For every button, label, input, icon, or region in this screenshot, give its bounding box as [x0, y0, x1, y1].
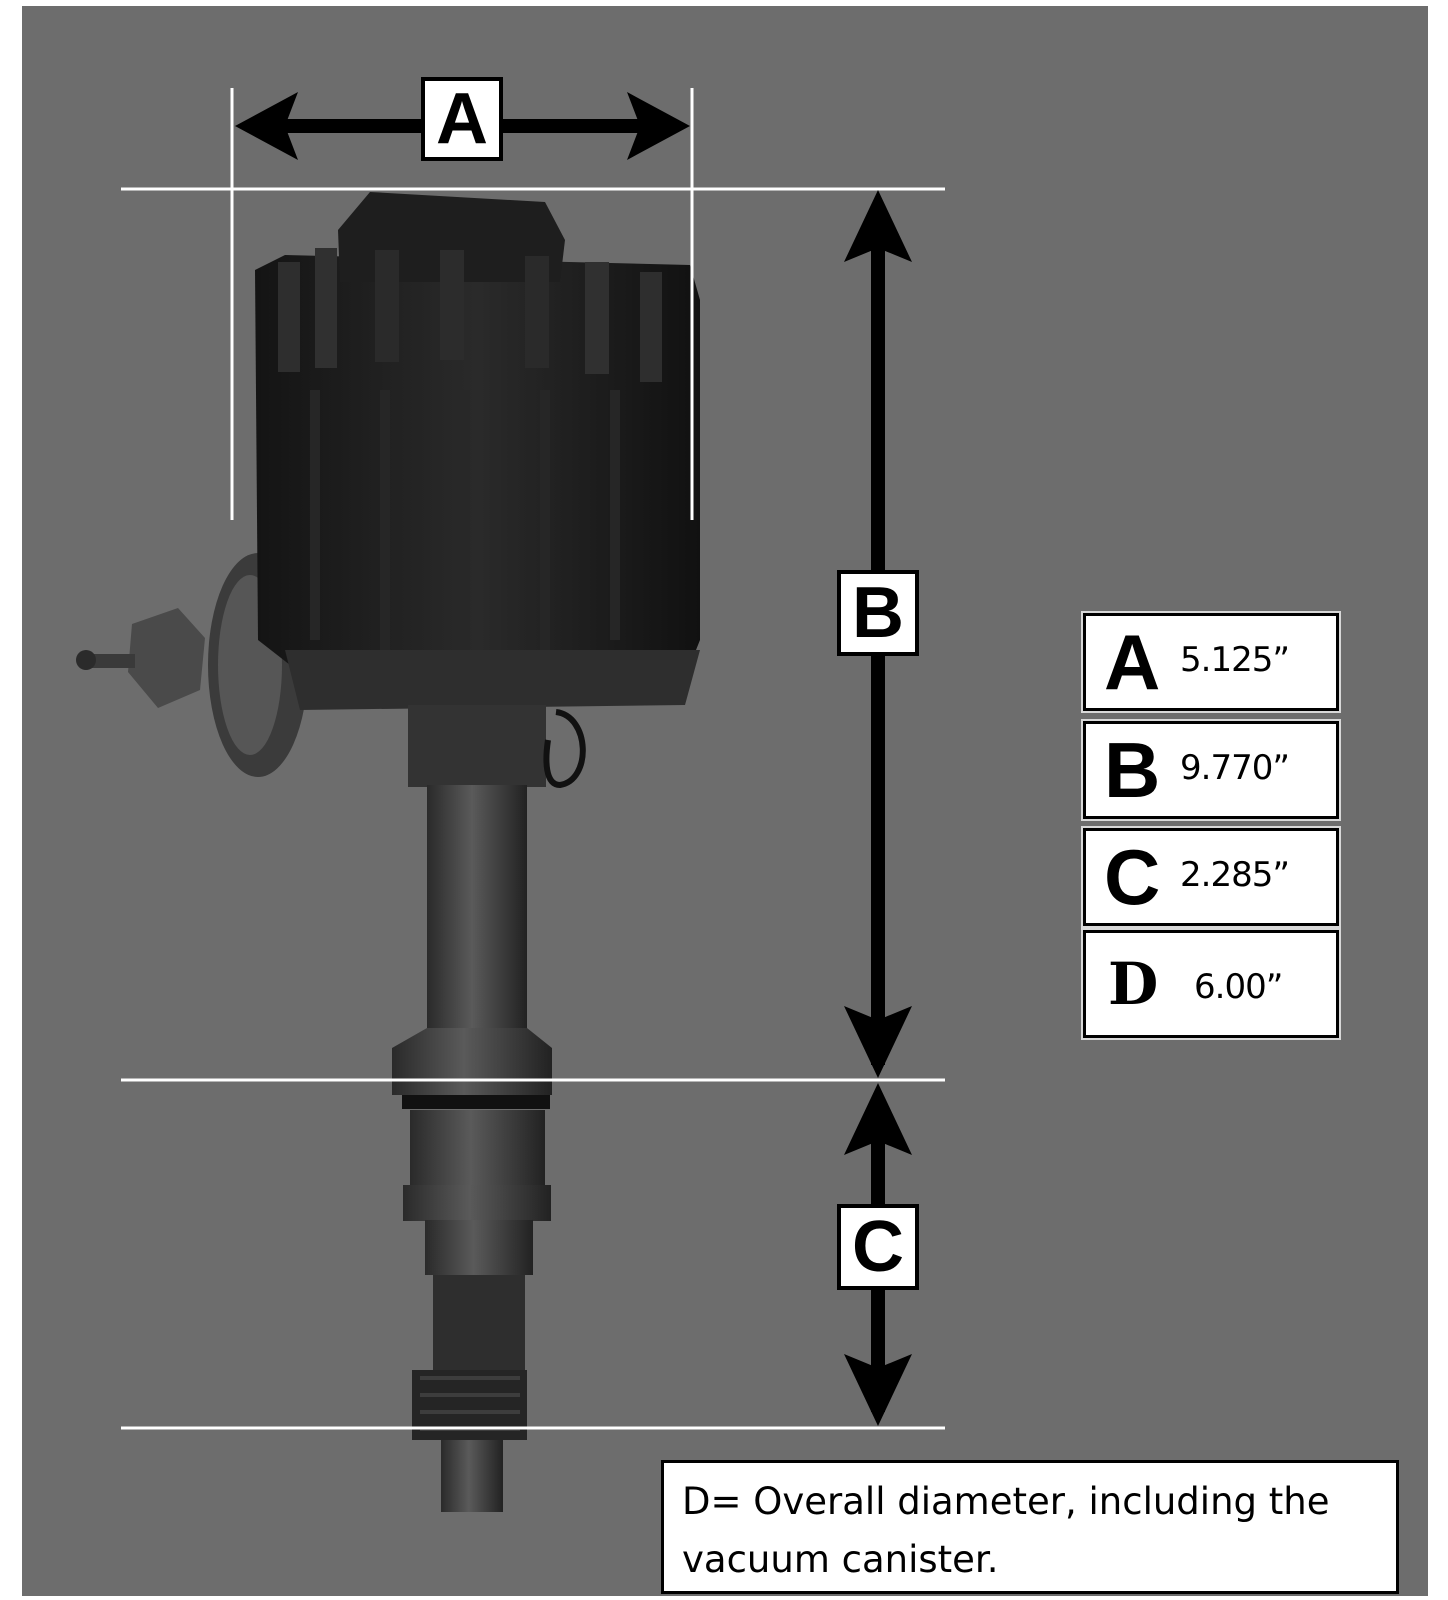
- arrow-a-left-head: [235, 92, 298, 160]
- spec-value: 9.770”: [1180, 748, 1290, 788]
- arrow-c-bottom-head: [844, 1354, 912, 1426]
- spec-letter: C: [1104, 833, 1161, 921]
- spec-letter: D: [1108, 950, 1159, 1018]
- spec-row-d: D 6.00”: [1081, 928, 1341, 1040]
- dimension-label-a: A: [421, 77, 503, 161]
- spec-value: 6.00”: [1194, 967, 1283, 1007]
- arrow-a-right-head: [627, 92, 690, 160]
- guide-lines: [121, 88, 945, 1430]
- note-text: D= Overall diameter, including the vacuu…: [682, 1480, 1330, 1581]
- note-box: D= Overall diameter, including the vacuu…: [661, 1460, 1399, 1594]
- spec-letter: B: [1104, 726, 1161, 814]
- spec-row-b: B 9.770”: [1081, 719, 1341, 821]
- arrow-b-bottom-head: [844, 1006, 912, 1078]
- dimension-arrows: [235, 92, 912, 1426]
- arrow-b-top-head: [844, 190, 912, 262]
- spec-letter: A: [1104, 618, 1161, 706]
- dimension-label-a-text: A: [436, 79, 488, 159]
- dimension-label-c-text: C: [852, 1207, 904, 1287]
- spec-value: 2.285”: [1180, 855, 1290, 895]
- spec-row-c: C 2.285”: [1081, 826, 1341, 928]
- dimension-label-c: C: [837, 1204, 919, 1290]
- dimension-label-b-text: B: [852, 573, 904, 653]
- dimension-label-b: B: [837, 570, 919, 656]
- arrow-c-top-head: [844, 1083, 912, 1155]
- spec-value: 5.125”: [1180, 640, 1290, 680]
- spec-row-a: A 5.125”: [1081, 611, 1341, 713]
